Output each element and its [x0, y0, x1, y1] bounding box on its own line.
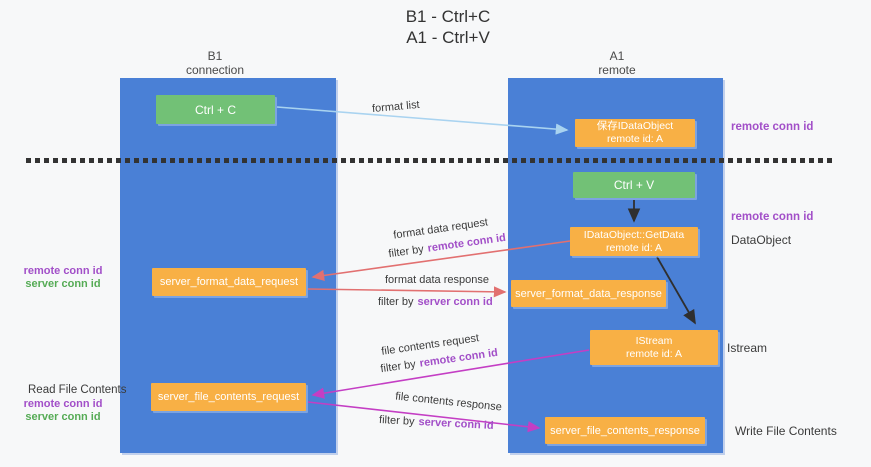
left-conn-id-annotation-mid: remote conn id server conn id: [20, 265, 106, 291]
format-list-label: format list: [371, 98, 421, 116]
server-file-contents-request-box: server_file_contents_request: [151, 383, 306, 411]
right-column-header: A1 remote: [557, 49, 677, 77]
getdata-line2: remote id: A: [605, 241, 663, 254]
server-file-contents-response-box: server_file_contents_response: [545, 417, 705, 444]
right-column-name: A1: [609, 49, 625, 63]
diagram-title: B1 - Ctrl+C A1 - Ctrl+V: [348, 6, 548, 48]
remote-conn-id-annotation-mid: remote conn id: [731, 211, 814, 223]
save-idataobject-box: 保存IDataObject remote id: A: [575, 119, 695, 147]
remote-conn-id-text: remote conn id: [23, 398, 103, 410]
getdata-line1: IDataObject::GetData: [583, 228, 685, 241]
ctrl-v-label: Ctrl + V: [613, 178, 655, 192]
server-conn-id-text: server conn id: [418, 416, 494, 432]
read-file-contents-annotation: Read File Contents: [28, 384, 127, 396]
save-idataobject-line2: remote id: A: [606, 133, 664, 145]
server-conn-id-text: server conn id: [25, 278, 101, 290]
left-column-header: B1 connection: [155, 49, 275, 77]
format-data-response-arrow: [307, 286, 507, 298]
copy-paste-separator-dashed-line: [26, 158, 832, 163]
server-file-contents-request-label: server_file_contents_request: [157, 391, 300, 403]
write-file-contents-annotation: Write File Contents: [735, 424, 837, 438]
istream-annotation: Istream: [727, 341, 768, 355]
right-column-role: remote: [598, 63, 636, 77]
ctrl-c-box: Ctrl + C: [156, 95, 275, 124]
server-conn-id-text: server conn id: [25, 411, 101, 423]
left-column-role: connection: [185, 63, 245, 77]
format-data-response-label: format data response: [385, 274, 489, 286]
filter-by-text: filter by: [387, 243, 425, 261]
istream-line1: IStream: [635, 334, 673, 347]
ctrl-v-box: Ctrl + V: [573, 172, 695, 198]
filter-by-text: filter by: [379, 358, 417, 376]
title-line-2: A1 - Ctrl+V: [406, 28, 490, 47]
filter-by-text: filter by: [378, 296, 414, 308]
title-line-1: B1 - Ctrl+C: [405, 7, 491, 26]
server-conn-id-text: server conn id: [417, 296, 493, 308]
remote-conn-id-annotation-top: remote conn id: [731, 121, 814, 133]
istream-box: IStream remote id: A: [590, 330, 718, 365]
server-file-contents-response-label: server_file_contents_response: [550, 424, 700, 437]
server-format-data-request-label: server_format_data_request: [159, 276, 299, 288]
istream-line2: remote id: A: [625, 347, 683, 360]
ctrl-c-label: Ctrl + C: [194, 102, 236, 117]
left-column-name: B1: [207, 49, 223, 63]
server-format-data-response-box: server_format_data_response: [511, 280, 666, 307]
server-format-data-response-label: server_format_data_response: [515, 287, 662, 300]
server-format-data-request-box: server_format_data_request: [152, 268, 306, 296]
filter-by-text: filter by: [378, 414, 415, 428]
file-contents-response-label: file contents response: [394, 390, 503, 414]
getdata-box: IDataObject::GetData remote id: A: [570, 227, 698, 256]
remote-conn-id-text: remote conn id: [23, 265, 103, 277]
left-conn-id-annotation-bottom: remote conn id server conn id: [20, 398, 106, 424]
dataobject-annotation: DataObject: [731, 233, 792, 247]
save-idataobject-line1: 保存IDataObject: [596, 120, 674, 132]
